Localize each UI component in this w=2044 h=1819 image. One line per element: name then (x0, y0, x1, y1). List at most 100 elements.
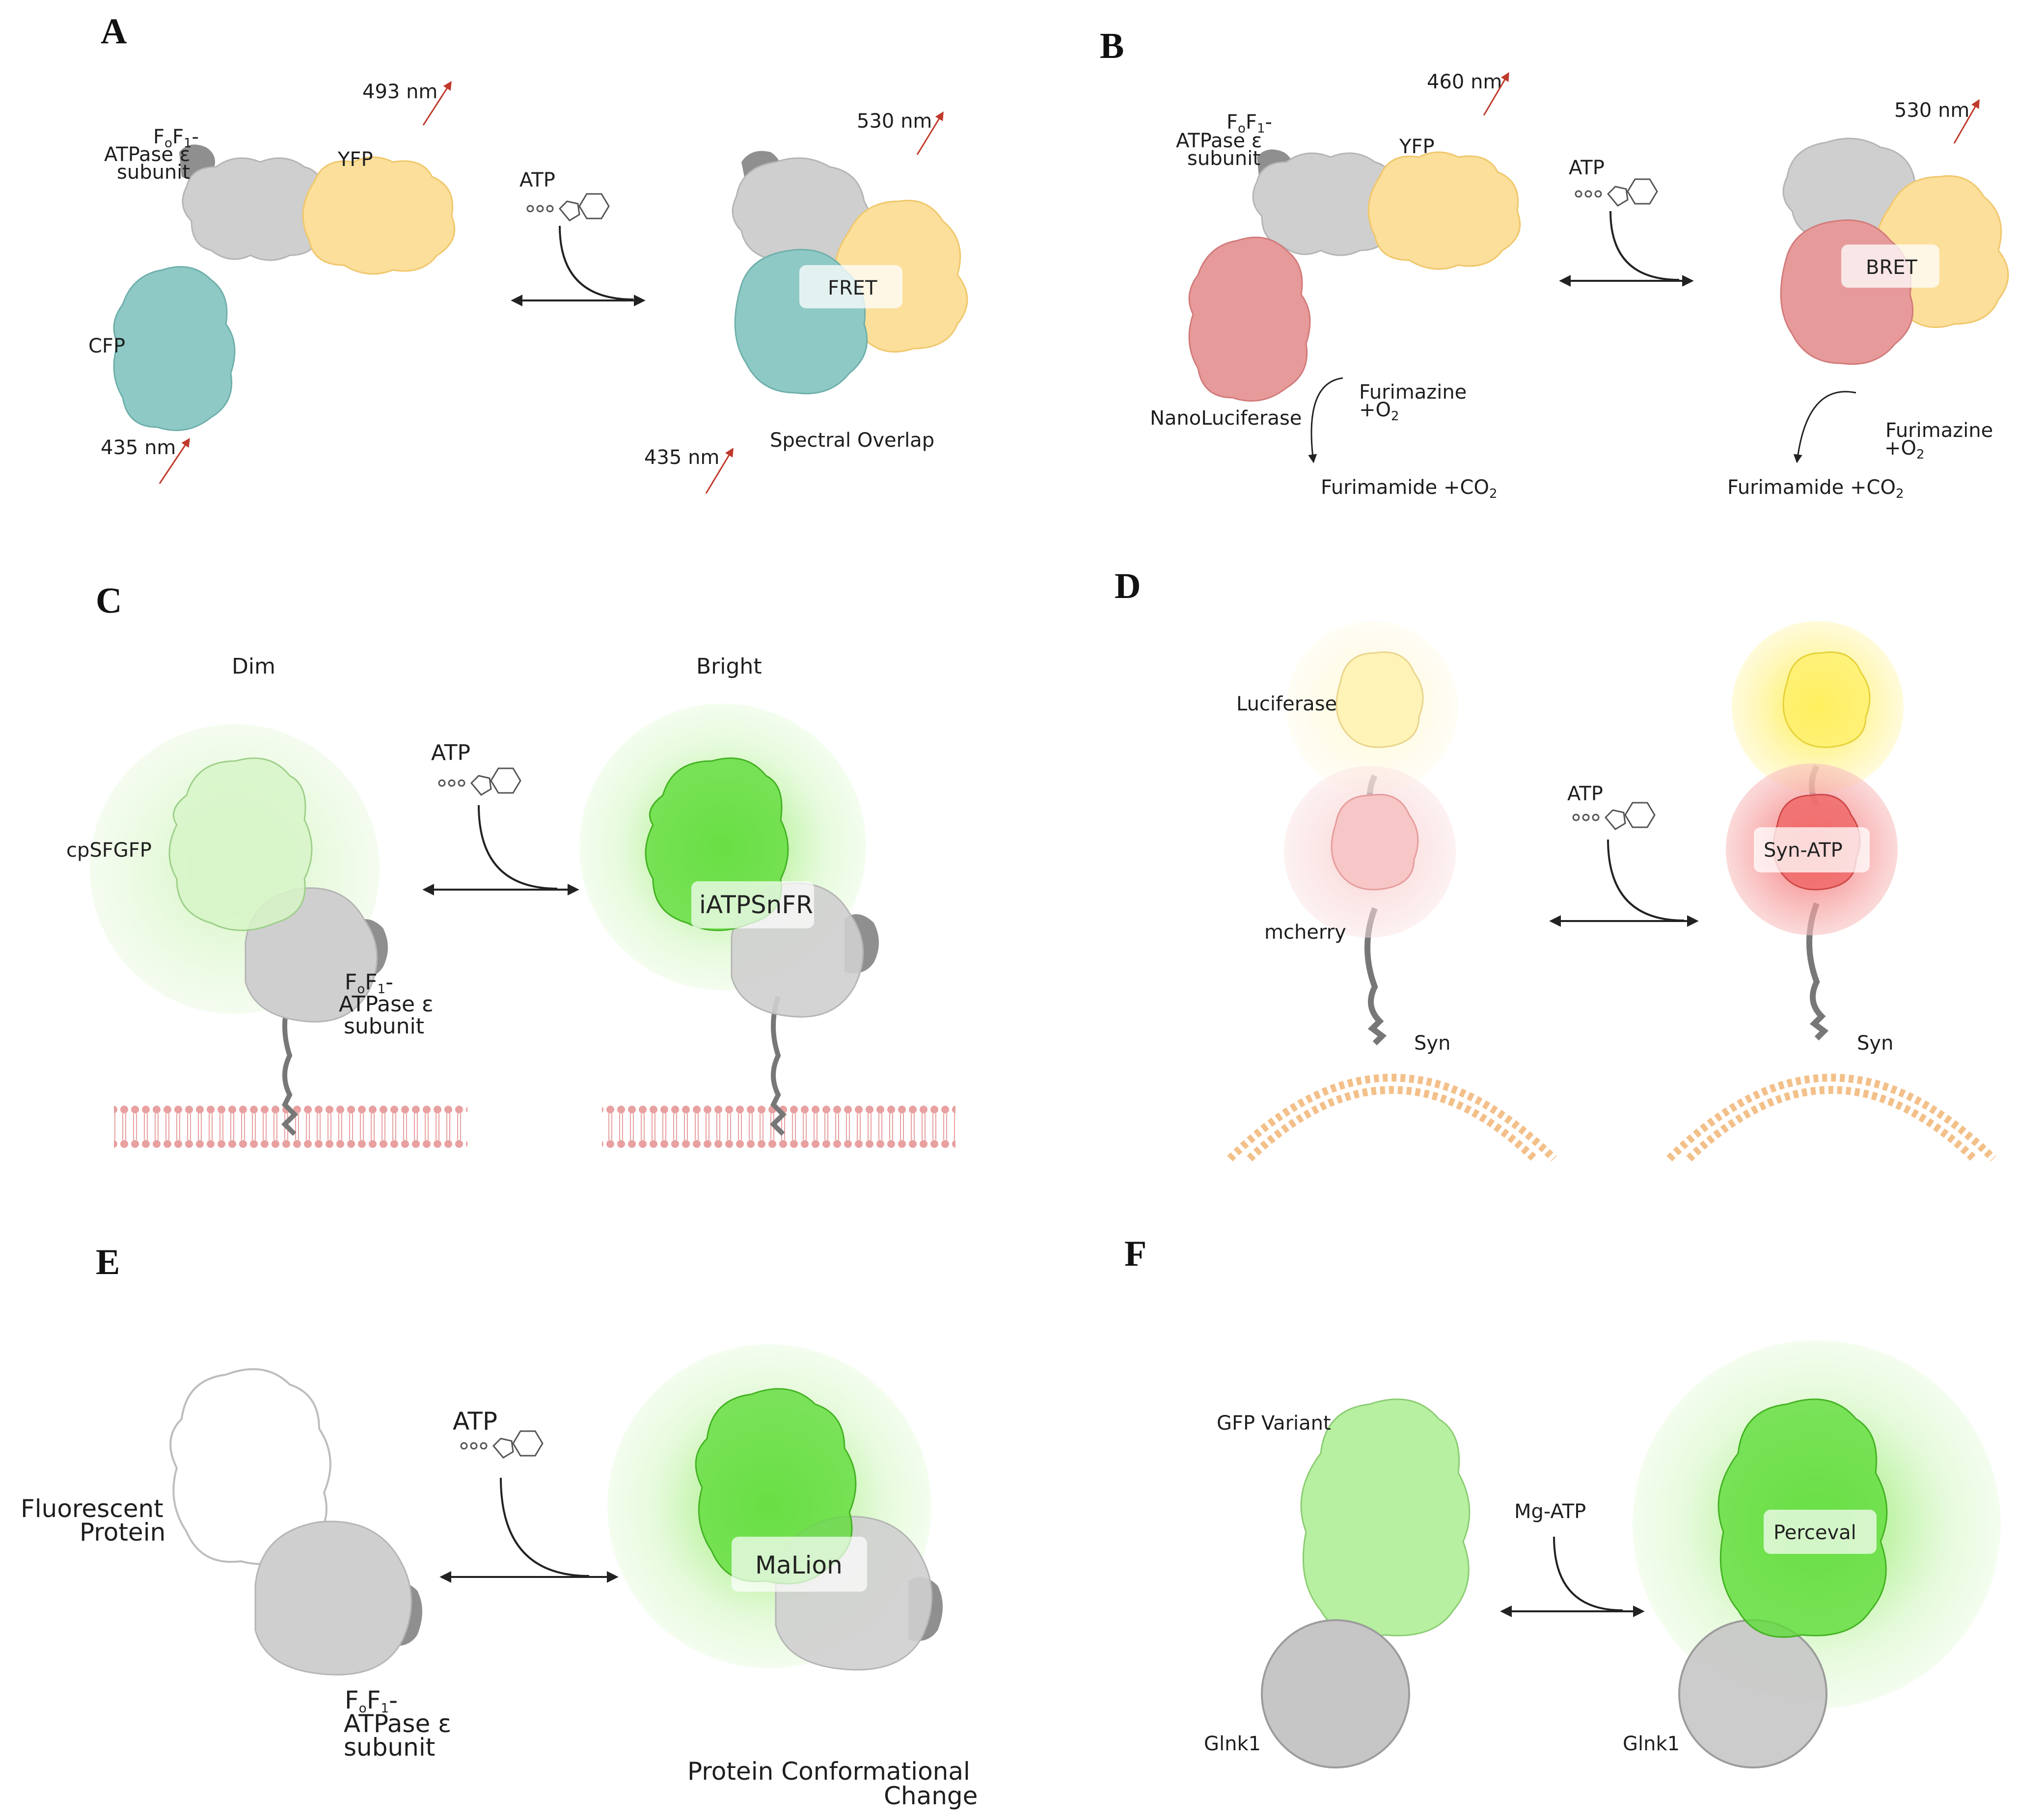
yfp-label-a: YFP (337, 148, 373, 171)
gfp-variant-protein (1300, 1398, 1471, 1638)
atp-label-b: ATP (1569, 157, 1605, 179)
yfp-protein-b (1367, 151, 1521, 270)
mg-atp-label: Mg-ATP (1514, 1500, 1586, 1523)
subunit-label-c: subunit (344, 1014, 424, 1039)
iatpsnfr-tag-box (691, 881, 814, 928)
atpase-label-b: ATPase ε (1176, 130, 1262, 152)
glnk1-protein-right (1678, 1619, 1827, 1768)
wavelength-493: 493 nm (362, 81, 437, 103)
nanoluc-protein-b (1188, 236, 1311, 402)
o2-label-b: +O2 (1359, 399, 1399, 424)
fof1-label-e: FoF1- (345, 1686, 398, 1716)
wavelength-arrow-icon (1483, 72, 1509, 116)
glnk1-label-right: Glnk1 (1623, 1733, 1680, 1755)
vesicle-left-inner (1247, 1086, 1537, 1162)
reaction-arrow-icon (1793, 391, 1856, 463)
fof1-label-b: FoF1- (1226, 111, 1272, 136)
synatp-tag: Syn-ATP (1764, 839, 1843, 862)
reaction-arrow-icon (478, 805, 558, 890)
panel-c: C Dim Bright cpSFGFP FoF1- ATPase ε subu… (66, 581, 955, 1150)
fof1-label-a: FoF1- (153, 126, 199, 151)
atpase-epsilon-e (254, 1520, 412, 1676)
panel-a: A FoF1- ATPase ε subunit YFP CFP 493 nm … (88, 11, 968, 494)
cpsfgfp-protein-dim (168, 757, 313, 931)
atp-molecule-icon (1575, 178, 1658, 207)
fret-tag-box (799, 265, 902, 308)
atp-molecule-icon (460, 1430, 544, 1459)
luciferase-protein-dim (1335, 651, 1424, 748)
atp-label-e: ATP (453, 1407, 497, 1436)
atp-molecule-icon (1572, 802, 1656, 830)
atp-molecule-icon (526, 193, 610, 221)
vesicle-right (1666, 1074, 1996, 1162)
vesicle-right-inner (1686, 1086, 1977, 1162)
linker-right (769, 996, 787, 1136)
panel-d: D Luciferase mcherry Syn ATP Syn-ATP Syn (1115, 566, 1996, 1162)
panel-label-e: E (96, 1242, 120, 1282)
reaction-arrow-icon (1607, 839, 1685, 922)
wavelength-435-right: 435 nm (644, 446, 719, 469)
furimazine-label-b-right: Furimazine (1885, 419, 1993, 442)
panel-f: F GFP Variant Glnk1 Mg-ATP Perceval Glnk… (1124, 1234, 2001, 1768)
iatpsnfr-tag: iATPSnFR (699, 891, 813, 919)
atp-label-a: ATP (519, 169, 555, 191)
wavelength-arrow-icon (422, 81, 452, 126)
subunit-label-a: subunit (117, 161, 190, 184)
panel-e: E Fluorescent Protein FoF1- ATPase ε sub… (21, 1242, 978, 1810)
nanoluciferase-label: NanoLuciferase (1150, 407, 1302, 430)
cpsfgfp-label: cpSFGFP (66, 839, 152, 862)
bret-tag: BRET (1866, 256, 1918, 279)
panel-b: B FoF1- ATPase ε subunit YFP 460 nm Nano… (1100, 26, 2009, 501)
furimamide-label-b: Furimamide +CO2 (1321, 476, 1497, 501)
reaction-arrow-icon (559, 225, 634, 300)
reaction-arrow-icon (1308, 377, 1343, 463)
cfp-protein-a (113, 266, 236, 432)
mcherry-protein-dim (1331, 793, 1419, 891)
wavelength-arrow-icon (705, 447, 734, 494)
panel-label-f: F (1124, 1234, 1146, 1274)
fluorescent-label-1: Fluorescent (21, 1494, 164, 1523)
cfp-label-a: CFP (88, 335, 125, 357)
vesicle-left (1227, 1074, 1557, 1162)
reaction-arrow-icon (500, 1477, 590, 1577)
malion-tag-box (732, 1537, 867, 1592)
fluorescent-label-2: Protein (80, 1518, 165, 1547)
fof1-label-c: FoF1- (345, 970, 393, 997)
wavelength-arrow-icon (1953, 99, 1980, 144)
synatp-tag-box (1754, 827, 1870, 872)
wavelength-460: 460 nm (1427, 71, 1502, 93)
subunit-label-b: subunit (1187, 147, 1260, 170)
panel-label-c: C (96, 581, 122, 621)
subunit-label-e: subunit (344, 1733, 435, 1762)
bret-tag-box (1841, 244, 1939, 288)
bright-label: Bright (696, 654, 762, 679)
perceval-tag-box (1764, 1510, 1877, 1554)
syn-label-right: Syn (1857, 1032, 1893, 1055)
atpase-label-e: ATPase ε (344, 1710, 451, 1738)
luciferase-label: Luciferase (1236, 693, 1337, 715)
luciferase-protein-bright (1782, 651, 1871, 748)
atp-label-d: ATP (1567, 783, 1603, 805)
conformational-label-2: Change (884, 1782, 978, 1810)
wavelength-arrow-icon (916, 111, 944, 155)
furimamide-label-b-right: Furimamide +CO2 (1727, 476, 1904, 501)
yfp-label-b: YFP (1399, 136, 1435, 158)
yfp-protein-a (302, 156, 456, 275)
panel-label-b: B (1100, 26, 1124, 66)
reaction-arrow-icon (1609, 211, 1680, 281)
atpase-label-c: ATPase ε (339, 992, 434, 1017)
atp-molecule-icon (438, 767, 521, 796)
furimazine-label-b: Furimazine (1359, 381, 1467, 404)
wavelength-arrow-icon (159, 438, 190, 484)
o2-label-b-right: +O2 (1884, 437, 1925, 462)
atpase-label-a: ATPase ε (104, 143, 190, 166)
perceval-tag: Perceval (1773, 1521, 1856, 1544)
syn-label-left: Syn (1414, 1032, 1450, 1055)
wavelength-530-b: 530 nm (1894, 99, 1969, 122)
conformational-label-1: Protein Conformational (687, 1757, 970, 1786)
dim-label: Dim (232, 654, 275, 679)
spectral-overlap-label: Spectral Overlap (770, 429, 934, 452)
wavelength-435-left: 435 nm (101, 436, 176, 459)
mcherry-label: mcherry (1264, 921, 1346, 944)
